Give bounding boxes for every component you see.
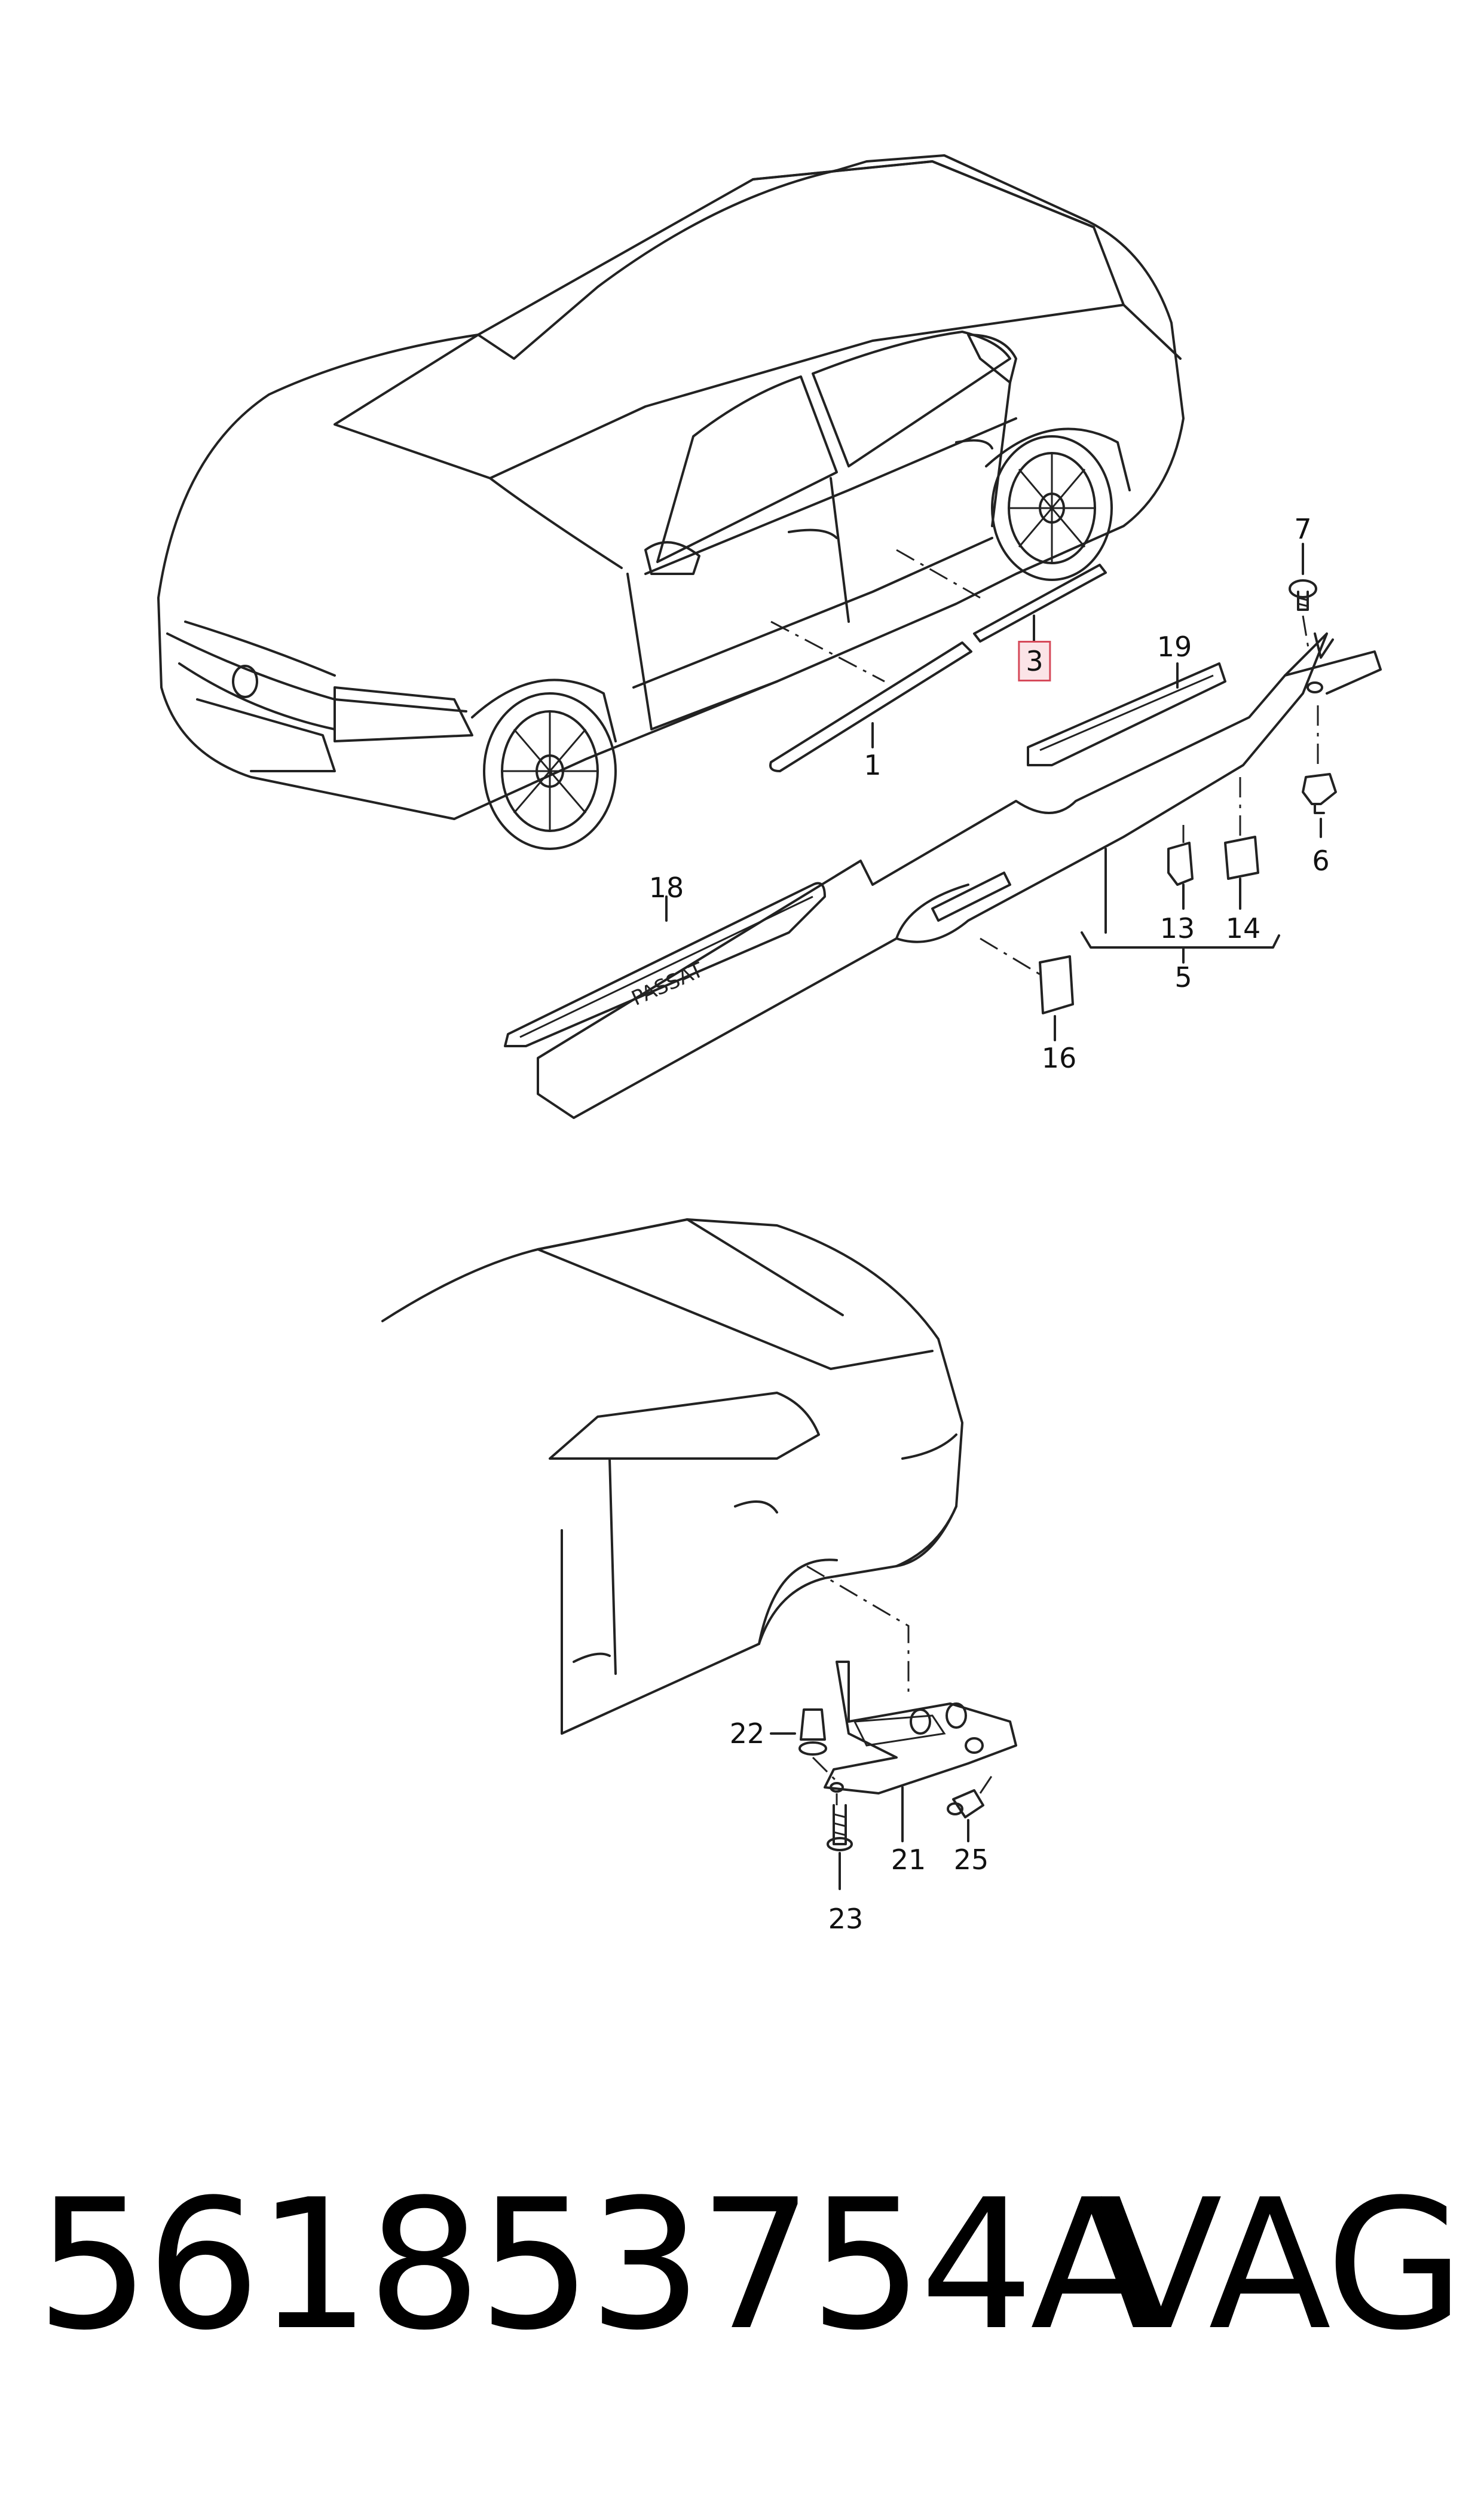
car-top-illustration <box>157 154 1185 850</box>
part-1-trim-strip[interactable] <box>769 641 972 772</box>
callout-1[interactable]: 1 <box>864 749 882 781</box>
part-25-clip-icon[interactable] <box>947 1789 984 1818</box>
part-6-clip-icon[interactable] <box>1302 773 1337 814</box>
callout-7[interactable]: 7 <box>1294 513 1312 545</box>
callout-23[interactable]: 23 <box>828 1903 864 1935</box>
callout-21[interactable]: 21 <box>891 1844 926 1876</box>
part-18-sill-plate[interactable] <box>504 882 826 1047</box>
car-bottom-illustration <box>381 1218 963 1735</box>
bottom-parts <box>770 1661 1017 1890</box>
callout-22[interactable]: 22 <box>729 1717 765 1750</box>
callout-5[interactable]: 5 <box>1174 961 1192 993</box>
callout-14[interactable]: 14 <box>1225 912 1261 944</box>
part-22-nut-icon[interactable] <box>798 1708 827 1756</box>
callout-6[interactable]: 6 <box>1312 845 1330 877</box>
part-5-sill-panel[interactable] <box>537 632 1328 1119</box>
callout-25[interactable]: 25 <box>953 1844 989 1876</box>
callout-3[interactable]: 3 <box>1018 641 1051 681</box>
callout-19[interactable]: 19 <box>1156 631 1192 663</box>
part-23-bolt-icon[interactable] <box>827 1804 853 1851</box>
brand-text: VAG <box>1100 2161 1464 2370</box>
rear-wheel-icon <box>985 427 1131 581</box>
part-7-screw-icon[interactable] <box>1289 579 1317 611</box>
front-wheel-icon <box>471 678 617 850</box>
part-21-bracket[interactable] <box>824 1661 1017 1794</box>
callout-13[interactable]: 13 <box>1159 912 1195 944</box>
part-3-trim-strip[interactable] <box>973 564 1107 643</box>
callout-18[interactable]: 18 <box>648 872 684 904</box>
part-19-sill-plate[interactable] <box>1027 662 1226 766</box>
part-16-clip[interactable] <box>1039 955 1074 1014</box>
part-14-clip[interactable] <box>1224 836 1259 880</box>
callout-16[interactable]: 16 <box>1041 1042 1077 1074</box>
top-parts: PASSAT <box>504 543 1382 1119</box>
part-number-text: 561853754A <box>36 2161 1153 2370</box>
part-13-clip[interactable] <box>1167 842 1194 886</box>
